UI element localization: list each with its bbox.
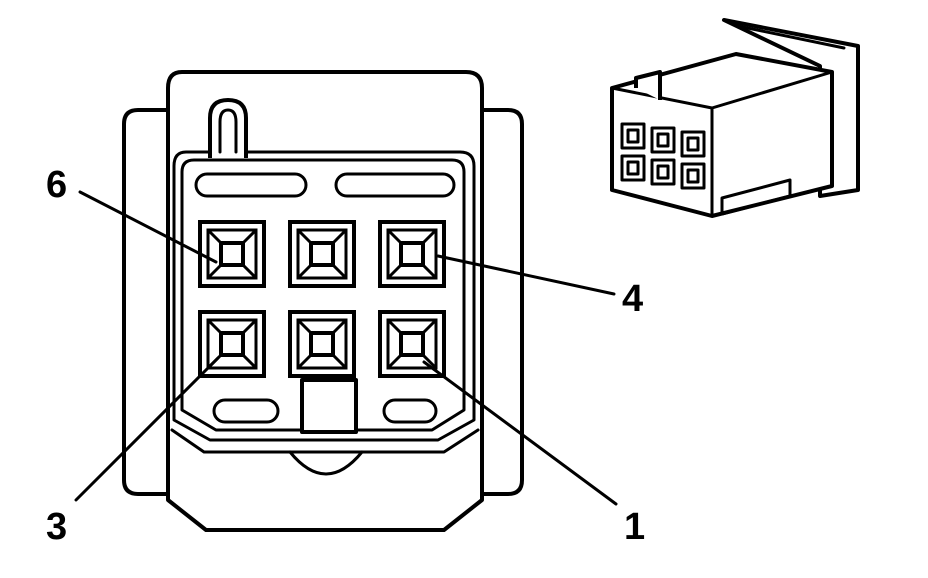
housing-lower-skirt <box>170 428 480 454</box>
connector-face-view <box>74 70 618 532</box>
bottom-slot-left <box>212 398 280 424</box>
pin-label-4: 4 <box>622 278 644 320</box>
leader-line-4 <box>436 254 616 296</box>
pin-label-3: 3 <box>46 506 68 548</box>
top-slot-left <box>194 172 308 198</box>
bottom-slot-right <box>382 398 438 424</box>
connector-isometric-view <box>610 18 860 218</box>
polarization-key <box>300 378 358 434</box>
leader-line-3 <box>74 356 220 502</box>
leader-line-6 <box>78 190 218 264</box>
pin-cavity-2 <box>288 310 356 378</box>
iso-pin-grid <box>620 122 706 190</box>
pin-label-1: 1 <box>624 506 646 548</box>
pin-cavity-4 <box>378 220 446 288</box>
pin-cavity-5 <box>288 220 356 288</box>
leader-line-1 <box>422 360 618 506</box>
pin-cavity-1 <box>378 310 446 378</box>
top-slot-right <box>334 172 456 198</box>
connector-inner-face <box>172 150 476 442</box>
connector-housing <box>166 70 484 532</box>
pin-cavity-6 <box>198 220 266 288</box>
pin-label-6: 6 <box>46 164 68 206</box>
